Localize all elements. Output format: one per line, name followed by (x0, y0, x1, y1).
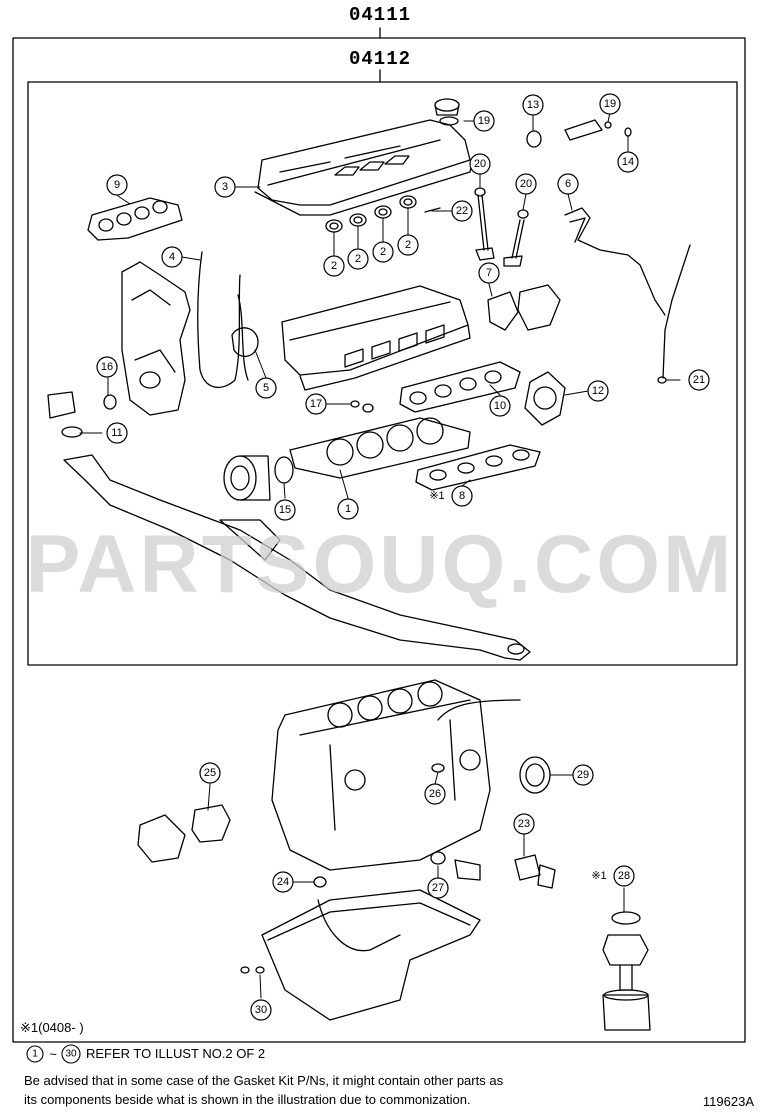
callout-10[interactable]: 10 (494, 400, 506, 412)
cylinder-head (281, 285, 471, 391)
kit-number-04112[interactable]: 04112 (348, 48, 411, 70)
frame-group (12, 27, 746, 1043)
valve-cover (254, 119, 473, 216)
callout-29[interactable]: 29 (577, 769, 589, 781)
callout-22[interactable]: 22 (456, 205, 468, 217)
advice-line-1: Be advised that in some case of the Gask… (24, 1073, 504, 1088)
callout-1[interactable]: 1 (345, 503, 351, 515)
valves (474, 187, 529, 267)
range-circles (26, 1044, 81, 1064)
exhaust-manifold-gasket (399, 361, 521, 413)
assembly-number-04111[interactable]: 04111 (348, 4, 411, 26)
callout-9[interactable]: 9 (114, 179, 120, 191)
callout-23[interactable]: 23 (518, 818, 530, 830)
outer-frame-04111 (12, 37, 746, 1043)
callout-circle-1 (337, 498, 359, 520)
callout-26[interactable]: 26 (429, 788, 441, 800)
refer-illustration-note: REFER TO ILLUST NO.2 OF 2 (86, 1046, 266, 1061)
dipstick-tube (564, 207, 691, 384)
callout-3[interactable]: 3 (222, 181, 228, 193)
intake-manifold-gasket (87, 197, 183, 241)
callout-labels: 1 2 2 2 2 3 4 5 6 7 8 9 10 11 12 13 14 1… (101, 98, 705, 1016)
callout-4[interactable]: 4 (169, 251, 175, 263)
callout-20b[interactable]: 20 (520, 178, 532, 190)
callout-30[interactable]: 30 (255, 1004, 267, 1016)
callout-2b[interactable]: 2 (355, 253, 361, 265)
exhaust-pipe-assembly (47, 391, 531, 661)
callout-20a[interactable]: 20 (474, 158, 486, 170)
callout-2a[interactable]: 2 (331, 260, 337, 272)
inner-frame-04112 (27, 81, 738, 666)
callout-2d[interactable]: 2 (405, 239, 411, 251)
range-end-label: 30 (65, 1049, 77, 1060)
range-start-label: 1 (32, 1049, 38, 1060)
lower-left-parts (137, 804, 327, 974)
round-gasket-12 (524, 371, 566, 426)
callout-15[interactable]: 15 (279, 504, 291, 516)
callout-8[interactable]: 8 (459, 490, 465, 502)
callout-6[interactable]: 6 (565, 178, 571, 190)
cylinder-block (271, 679, 521, 871)
callout-17[interactable]: 17 (310, 398, 322, 410)
note-mark-8: ※1 (429, 490, 444, 502)
callout-19a[interactable]: 19 (478, 115, 490, 127)
callout-11[interactable]: 11 (111, 427, 122, 439)
oil-filler-cap (434, 98, 460, 126)
range-separator: ~ (49, 1047, 57, 1062)
thermostat-and-sensor (526, 119, 632, 148)
illustration-id: 119623A (702, 1094, 754, 1109)
front-oil-seal (223, 455, 294, 501)
callout-5[interactable]: 5 (263, 382, 269, 394)
callout-16[interactable]: 16 (101, 361, 113, 373)
advice-line-2: its components beside what is shown in t… (24, 1092, 471, 1107)
leader-lines (79, 111, 681, 999)
callout-13[interactable]: 13 (527, 99, 539, 111)
oil-pan (261, 889, 481, 1021)
note-mark-28: ※1 (591, 870, 606, 882)
water-outlet-housing (487, 284, 561, 331)
callout-2c[interactable]: 2 (380, 246, 386, 258)
small-plugs (350, 207, 441, 413)
exhaust-pipe-gasket-8 (415, 444, 541, 491)
callout-24[interactable]: 24 (277, 876, 289, 888)
callout-7[interactable]: 7 (486, 267, 492, 279)
callout-circles (96, 93, 710, 1021)
date-range-note: ※1(0408- ) (20, 1020, 84, 1035)
callout-27[interactable]: 27 (432, 882, 444, 894)
callout-21[interactable]: 21 (693, 374, 705, 386)
callout-12[interactable]: 12 (592, 385, 604, 397)
callout-14[interactable]: 14 (622, 156, 634, 168)
callout-19b[interactable]: 19 (604, 98, 616, 110)
lower-right-parts (430, 756, 651, 1031)
cylinder-head-gasket (289, 417, 471, 479)
callout-28[interactable]: 28 (618, 870, 630, 882)
timing-cover (121, 251, 259, 416)
callout-25[interactable]: 25 (204, 767, 216, 779)
